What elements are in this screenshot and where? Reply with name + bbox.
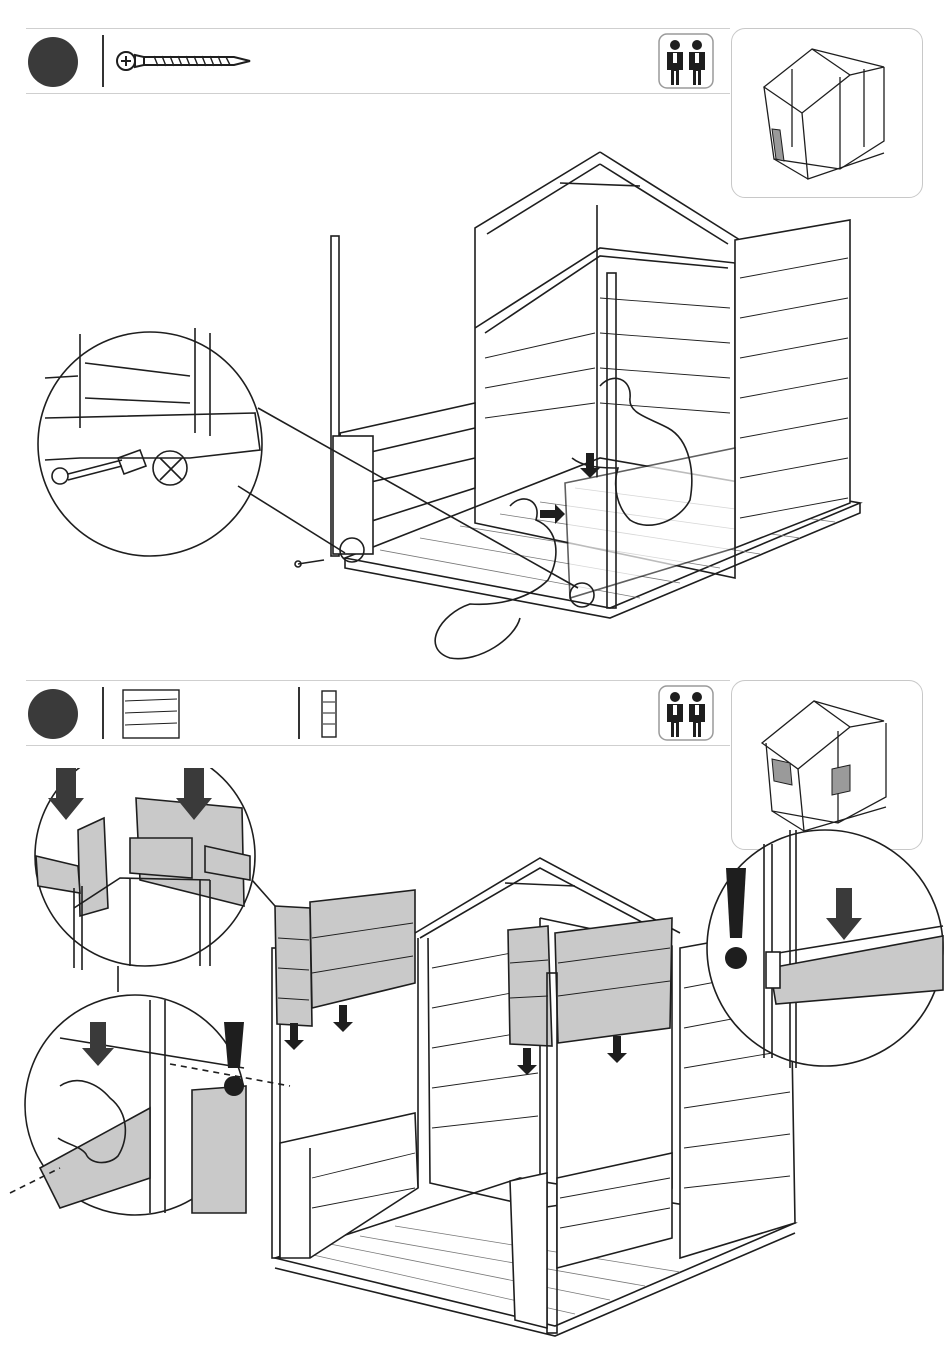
wall-panel-icon [120, 687, 184, 741]
step-number-disc [28, 37, 78, 87]
header-divider [102, 35, 104, 87]
small-panel-icon [320, 689, 340, 739]
step-2-header [26, 680, 730, 746]
step-1-header [26, 28, 730, 94]
step-2-illustration [0, 768, 950, 1360]
step-1 [0, 28, 950, 678]
step-2 [0, 680, 950, 1360]
step-number-disc [28, 689, 78, 739]
header-divider [102, 687, 104, 739]
step-1-illustration [0, 128, 950, 678]
screw-icon [114, 43, 254, 79]
two-people-icon [658, 33, 714, 89]
header-divider [298, 687, 300, 739]
two-people-icon [658, 685, 714, 741]
